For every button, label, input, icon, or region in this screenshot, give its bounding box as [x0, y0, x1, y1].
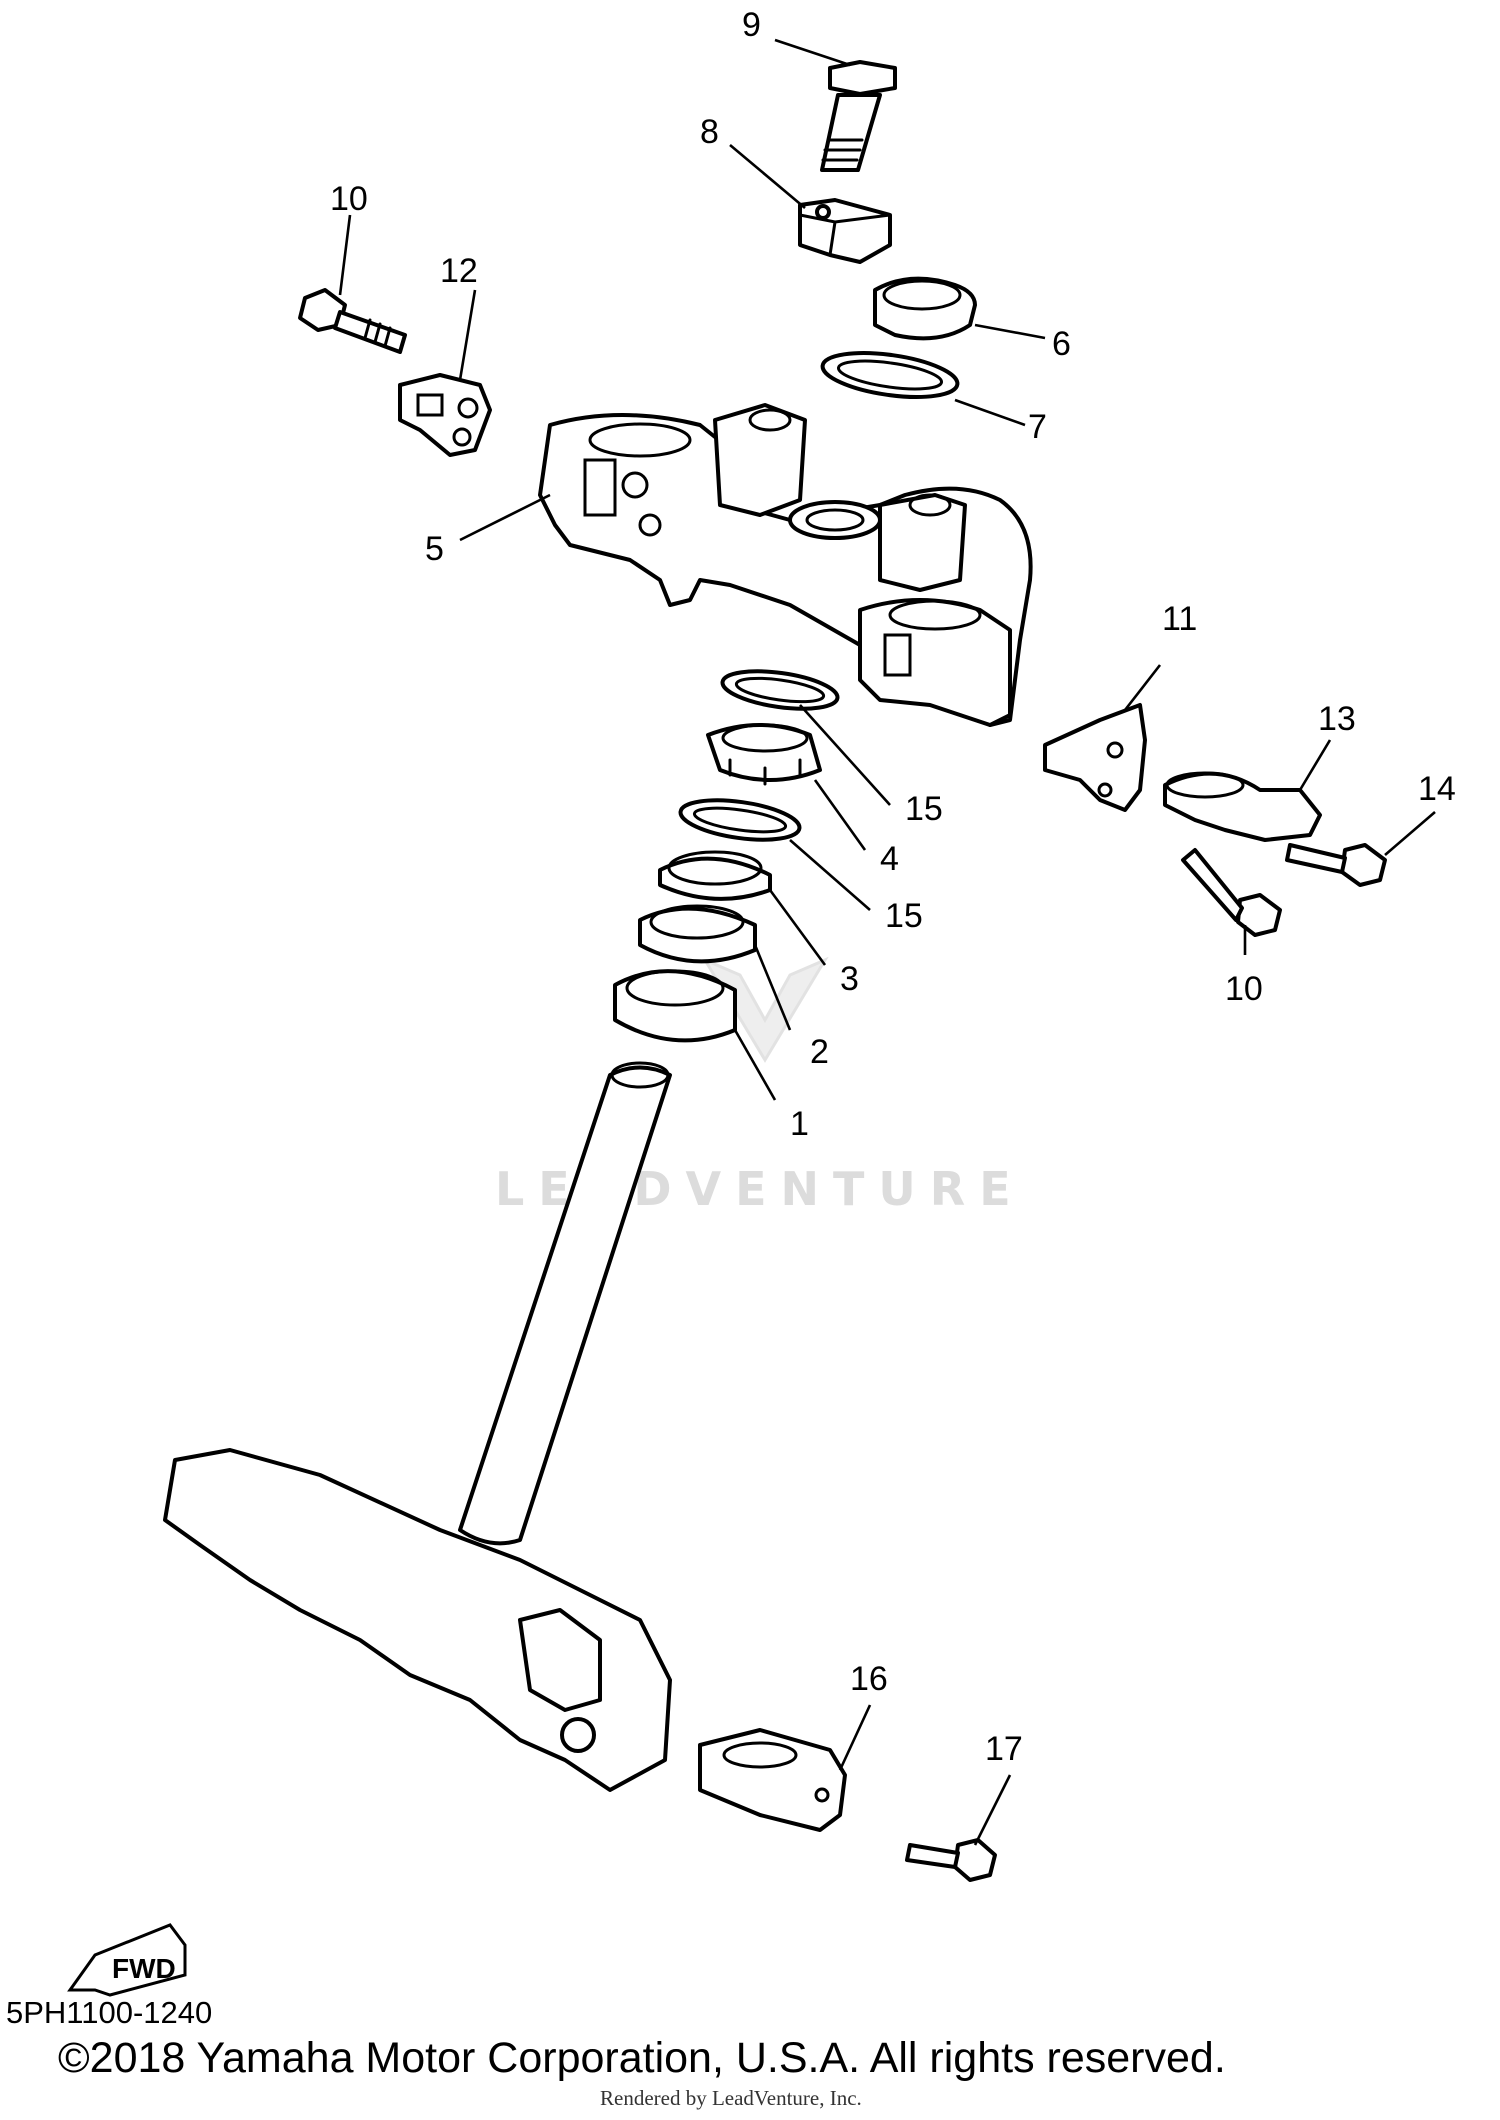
diagram-reference-code: 5PH1100-1240 [6, 1995, 213, 2030]
callout-numbers: 9 8 10 12 6 7 5 11 13 14 10 15 4 15 3 2 … [330, 6, 1456, 1768]
leader-lines [338, 38, 1436, 1846]
part-13-handlebar-holder-lower[interactable] [1163, 771, 1322, 842]
part-4-ring-nut[interactable] [706, 723, 822, 786]
callout-1: 1 [790, 1105, 809, 1143]
callout-15-upper: 15 [905, 790, 943, 828]
part-11-bracket[interactable] [1043, 703, 1147, 812]
callout-8: 8 [700, 113, 719, 151]
part-8-handlebar-holder[interactable] [798, 198, 892, 264]
part-2-bearing-race[interactable] [638, 904, 757, 964]
callout-11: 11 [1162, 600, 1197, 638]
part-7-washer[interactable] [820, 346, 960, 405]
callout-5: 5 [425, 530, 444, 568]
callout-12: 12 [440, 252, 478, 290]
part-5-upper-bracket[interactable] [538, 403, 1033, 727]
part-10-bolt-left[interactable] [298, 288, 407, 354]
callout-17: 17 [985, 1730, 1023, 1768]
callout-3: 3 [840, 960, 859, 998]
part-12-bracket[interactable] [398, 373, 492, 457]
part-9-bolt[interactable] [820, 60, 897, 172]
rendered-by-credit: Rendered by LeadVenture, Inc. [600, 2086, 862, 2110]
part-17-bolt[interactable] [905, 1838, 997, 1882]
copyright-notice: ©2018 Yamaha Motor Corporation, U.S.A. A… [58, 2034, 1226, 2082]
callout-13: 13 [1318, 700, 1356, 738]
part-15-washer-lower[interactable] [678, 794, 802, 846]
part-14-bolt[interactable] [1285, 843, 1387, 887]
callout-10-right: 10 [1225, 970, 1263, 1008]
callout-14: 14 [1418, 770, 1456, 808]
callout-6: 6 [1052, 325, 1071, 363]
callout-4: 4 [880, 840, 899, 878]
fwd-label: FWD [112, 1953, 176, 1984]
callout-16: 16 [850, 1660, 888, 1698]
callout-7: 7 [1028, 408, 1047, 446]
callout-9: 9 [742, 6, 761, 44]
callout-10-left: 10 [330, 180, 368, 218]
lower-bracket [163, 1448, 672, 1792]
steering-stem [458, 1061, 672, 1546]
part-15-washer-upper[interactable] [720, 665, 840, 715]
part-6-collar[interactable] [873, 276, 977, 341]
fwd-arrow-icon: FWD [67, 1923, 187, 1997]
watermark-logo-icon [701, 956, 829, 1063]
callout-15-lower: 15 [885, 897, 923, 935]
part-3-dust-seal[interactable] [658, 850, 772, 901]
callout-2: 2 [810, 1033, 829, 1071]
part-16-clamp[interactable] [698, 1728, 847, 1832]
part-10-bolt-right[interactable] [1181, 848, 1282, 937]
part-1-bearing[interactable] [613, 969, 737, 1043]
